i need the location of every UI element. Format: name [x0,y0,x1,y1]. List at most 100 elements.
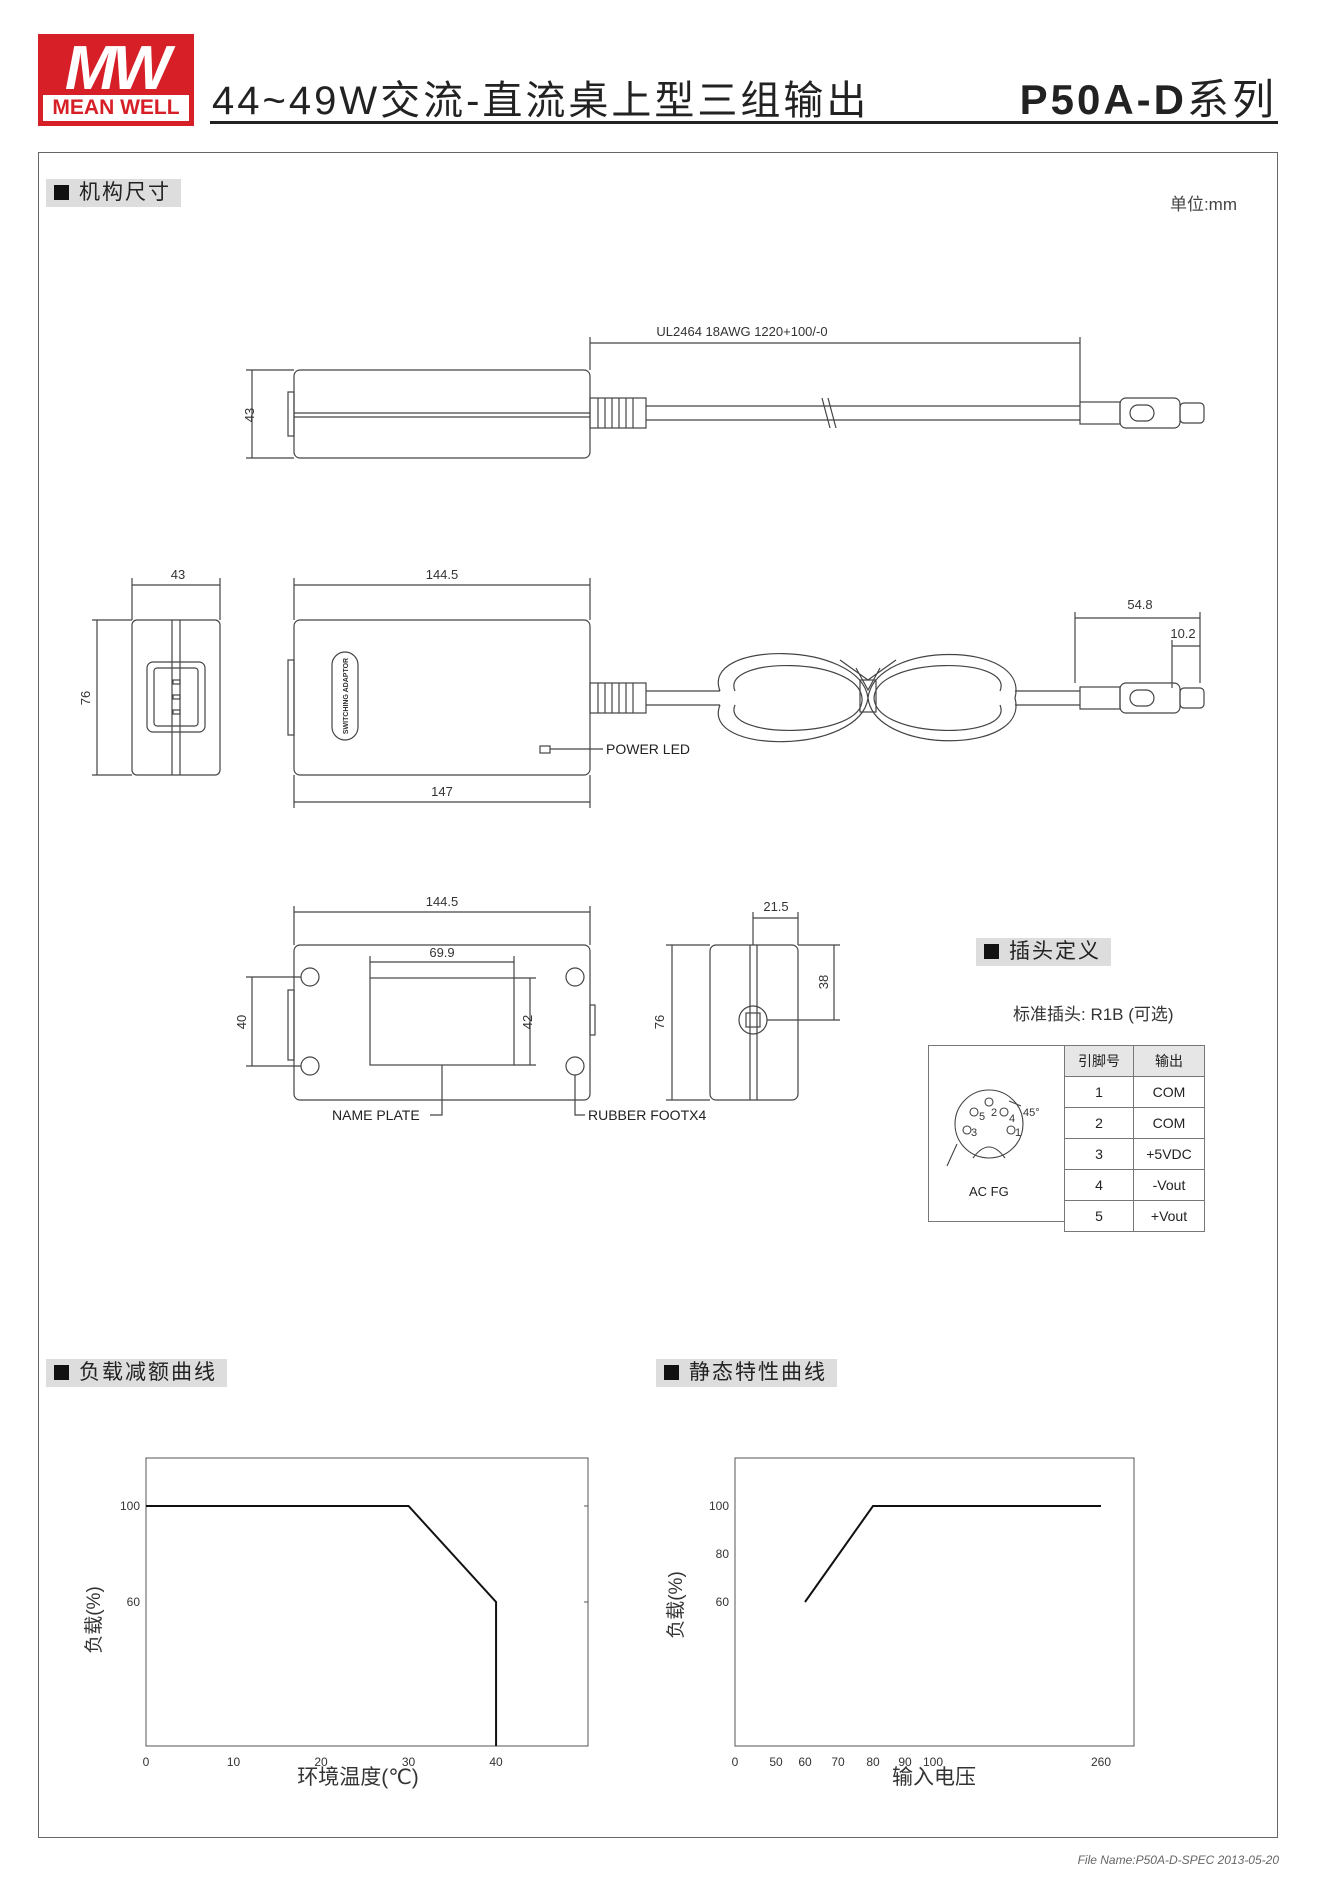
ac-inlet [146,661,206,733]
pin-number: 4 [1064,1169,1134,1201]
dim-bottom-length: 147 [431,784,453,799]
series-model: P50A-D [1019,76,1187,123]
rubber-foot-leader [574,1075,585,1116]
pinout-svg: 5 2 4 3 1 45° AC FG [946,1089,1040,1199]
pin-number: 1 [1064,1076,1134,1108]
front-view-body [131,619,221,776]
top-view [287,578,1205,808]
pin-output: COM [1133,1107,1205,1139]
x-tick-label: 40 [489,1755,503,1769]
table-row: 5+Vout [1064,1200,1205,1232]
rubber-foot-label: RUBBER FOOTX4 [588,1107,706,1123]
pin-number: 2 [1064,1107,1134,1139]
dim-nameplate-height: 42 [520,1015,535,1029]
power-led-icon [539,745,551,754]
section-title: 机构尺寸 [79,181,171,204]
dim-bottom-height: 40 [234,1015,249,1029]
bottom-view [246,906,596,1116]
cable-tie [839,659,897,692]
static-curve-line [804,1505,1101,1603]
name-plate [369,977,515,1066]
bullet-square-icon [54,185,69,200]
ac-inlet-inner [153,667,199,727]
dim-plug-tip: 10.2 [1170,626,1195,641]
x-tick-label: 10 [227,1755,241,1769]
pin-label: 1 [1015,1127,1021,1139]
table-row: 4-Vout [1064,1169,1205,1201]
pin-2-icon [984,1097,994,1107]
x-tick-label: 70 [831,1755,845,1769]
pin-label: 5 [979,1111,985,1123]
y-tick-label: 100 [709,1499,729,1513]
plot-frame [734,1457,1135,1747]
dim-side-height: 43 [242,408,257,422]
switching-adaptor-badge [331,651,359,741]
plug-tip [1179,402,1205,424]
name-plate-label: NAME PLATE [332,1107,420,1123]
y-axis-label: 负载(%) [83,1586,105,1654]
output-header: 输出 [1133,1045,1205,1077]
section-title: 负载减额曲线 [79,1361,217,1384]
brand-logo: MW MEAN WELL [38,34,194,126]
end-view [666,912,840,1101]
x-tick-label: 50 [769,1755,783,1769]
pin-table-header: 引脚号 输出 [1064,1045,1205,1077]
bullet-square-icon [664,1365,679,1380]
rubber-foot-3 [565,967,585,987]
rubber-foot-2 [300,1056,320,1076]
side-view-strain-relief [589,397,647,429]
spec-frame [38,152,1278,1838]
ac-fg-label: AC FG [969,1184,1009,1199]
plot-frame [145,1457,589,1747]
dim-end-height: 76 [652,1015,667,1029]
pin-1-icon [1006,1125,1016,1135]
x-tick-label: 90 [898,1755,912,1769]
end-view-cable-exit [738,1005,768,1035]
x-tick-label: 20 [314,1755,328,1769]
section-header-static: 静态特性曲线 [656,1359,837,1387]
pin-output: COM [1133,1076,1205,1108]
y-tick-label: 60 [716,1595,730,1609]
section-title: 插头定义 [1009,940,1101,963]
dim-front-width: 43 [171,567,185,582]
series-suffix: 系列 [1186,76,1277,123]
bullet-square-icon [984,944,999,959]
plug-body [1119,397,1181,429]
power-led-label: POWER LED [606,741,690,757]
dim-front-height: 76 [78,691,93,705]
connector-pinout-diagram: 5 2 4 3 1 45° AC FG [928,1045,1065,1222]
side-view-body [293,369,591,459]
cable-break-mark [821,397,837,429]
section-header-derating: 负载减额曲线 [46,1359,227,1387]
derating-curve-line [146,1505,498,1746]
x-axis-label: 环境温度(℃) [297,1766,419,1789]
table-row: 3+5VDC [1064,1138,1205,1170]
brand-logo-mark: MW [64,34,171,103]
header-rule [210,121,1278,124]
brand-logo-wordmark-box: MEAN WELL [43,95,189,121]
plug-key [972,1146,1006,1159]
switching-adaptor-label: SWITCHING ADAPTOR [343,658,350,734]
cable-spec-label: UL2464 18AWG 1220+100/-0 [656,324,827,339]
page-title: 44~49W交流-直流桌上型三组输出 [212,79,870,123]
pin-4-icon [999,1107,1009,1117]
dim-top-length: 144.5 [426,567,459,582]
x-tick-label: 60 [798,1755,812,1769]
brand-logo-wordmark: MEAN WELL [52,96,180,119]
pin-label: 3 [971,1127,977,1139]
x-tick-label: 260 [1091,1755,1111,1769]
section-header-connector: 插头定义 [976,938,1111,966]
top-view-body [293,619,591,776]
plug-collar [1079,401,1121,425]
pin-output: +5VDC [1133,1138,1205,1170]
end-view-body [709,944,799,1101]
pin-output: -Vout [1133,1169,1205,1201]
y-tick-label: 80 [716,1547,730,1561]
